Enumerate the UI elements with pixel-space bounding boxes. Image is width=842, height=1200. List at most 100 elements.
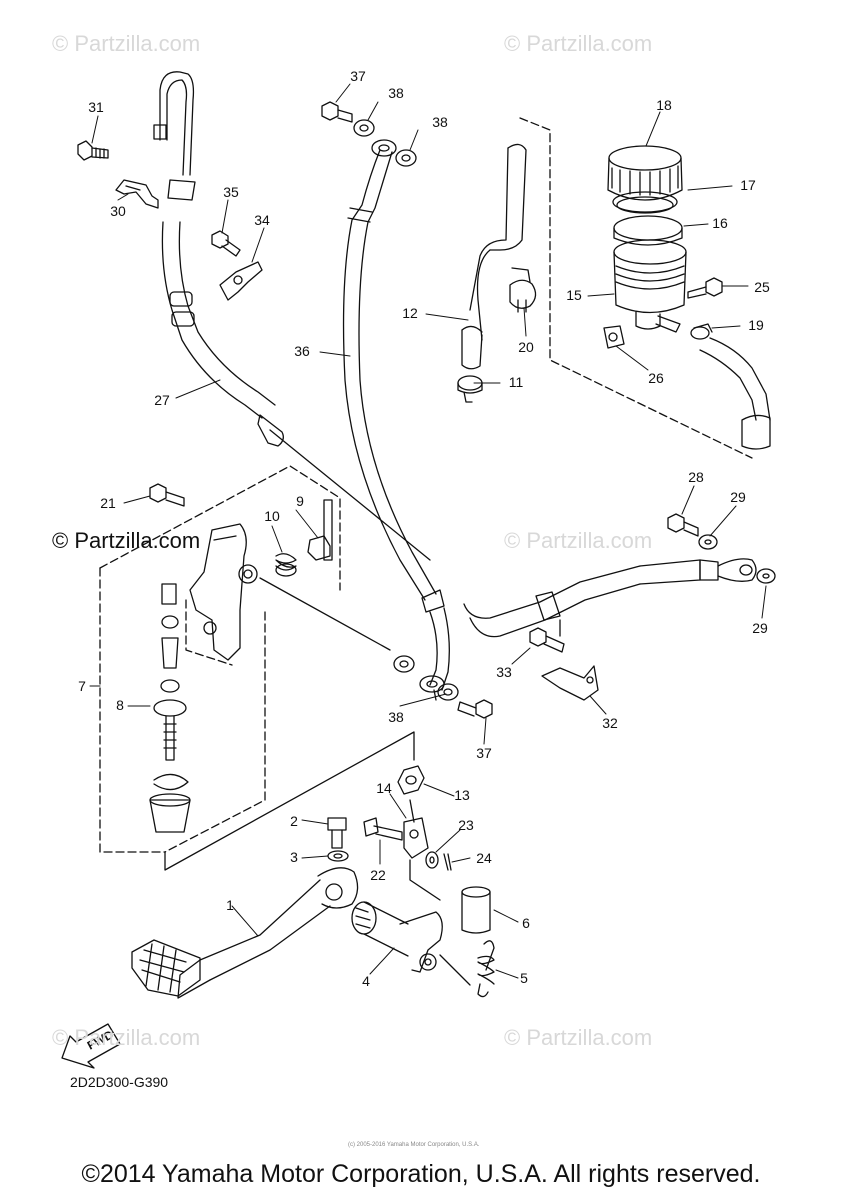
clamp-part-30 [115, 179, 159, 209]
bracket-part-32 [541, 665, 599, 701]
callout-22: 22 [370, 867, 386, 883]
union-bolt-part-37-bottom [457, 699, 493, 719]
callout-37-bottom: 37 [476, 745, 492, 761]
callout-26: 26 [648, 370, 664, 386]
watermark-bottom-left: © Partzilla.com [52, 1025, 201, 1050]
callout-19: 19 [748, 317, 764, 333]
watermark-top-left: © Partzilla.com [52, 31, 201, 56]
callout-36: 36 [294, 343, 310, 359]
watermark-bottom-right: © Partzilla.com [504, 1025, 653, 1050]
reference-frame-upper [519, 117, 753, 459]
copyright-footer: ©2014 Yamaha Motor Corporation, U.S.A. A… [81, 1160, 761, 1188]
callout-21: 21 [100, 495, 116, 511]
bolt-part-33 [529, 627, 565, 653]
hose-clip-part-20 [509, 267, 537, 313]
callout-14: 14 [376, 780, 392, 796]
watermark-middle-right: © Partzilla.com [504, 528, 653, 553]
nut-part-13 [397, 765, 425, 795]
reservoir-hose-part-12 [461, 143, 527, 370]
bushing-part-6 [461, 886, 491, 934]
callout-20: 20 [518, 339, 534, 355]
nut-part-26 [603, 325, 625, 349]
callout-34: 34 [254, 212, 270, 228]
bolt-part-21 [149, 483, 185, 507]
spring-part-5 [477, 940, 495, 998]
cotter-pin-part-24 [443, 853, 452, 871]
leader-lines [89, 83, 767, 979]
callout-18: 18 [656, 97, 672, 113]
callout-15: 15 [566, 287, 582, 303]
callout-6: 6 [522, 915, 530, 931]
brake-hose-upper-part-27 [153, 71, 284, 447]
hose-clip-part-19 [690, 323, 713, 340]
callout-25: 25 [754, 279, 770, 295]
callout-3: 3 [290, 849, 298, 865]
bolt-part-31 [77, 140, 109, 161]
bolt-part-25 [687, 277, 723, 299]
reservoir-hose-lower [699, 337, 771, 450]
washer-part-3 [327, 850, 349, 862]
washer-part-38-c [393, 655, 415, 673]
washer-part-23 [425, 851, 439, 869]
push-rod-part-9 [307, 499, 333, 561]
callout-4: 4 [362, 973, 370, 989]
reference-line-f [439, 954, 471, 986]
callout-2: 2 [290, 813, 298, 829]
callout-29-b: 29 [752, 620, 768, 636]
fwd-arrow-icon [61, 1023, 121, 1069]
reservoir-plate-part-17 [612, 191, 678, 214]
reference-line-a [259, 577, 391, 651]
callout-27: 27 [154, 392, 170, 408]
washer-part-29-a [698, 534, 718, 550]
diagram-code: 2D2D300-G390 [70, 1074, 169, 1090]
reference-frame-lower [164, 731, 415, 871]
bolt-part-28 [667, 513, 699, 537]
pin-part-22 [363, 817, 403, 841]
reservoir-tank-part-15 [613, 239, 687, 333]
washer-part-38-b [395, 149, 417, 167]
callout-12: 12 [402, 305, 418, 321]
callout-7: 7 [78, 678, 86, 694]
callout-11: 11 [509, 374, 524, 390]
callout-35: 35 [223, 184, 239, 200]
fine-print: (c) 2005-2016 Yamaha Motor Corporation, … [348, 1142, 480, 1148]
callout-37-top: 37 [350, 68, 366, 84]
brake-hose-long-part-36 [342, 139, 450, 693]
callout-38-top-a: 38 [388, 85, 404, 101]
shaft-part-4 [351, 901, 443, 973]
callout-24: 24 [476, 850, 492, 866]
callout-31: 31 [88, 99, 104, 115]
callout-28: 28 [688, 469, 704, 485]
reservoir-cap-part-18 [607, 145, 683, 201]
callout-33: 33 [496, 664, 512, 680]
callout-38-top-b: 38 [432, 114, 448, 130]
callout-8: 8 [116, 697, 124, 713]
reference-line-c [433, 689, 437, 701]
callout-9: 9 [296, 493, 304, 509]
bolt-part-2 [327, 817, 347, 849]
piston-kit-part-8 [149, 583, 191, 833]
washer-part-29-b [756, 568, 776, 584]
spring-part-10 [275, 553, 297, 577]
master-cylinder-body [189, 523, 258, 661]
callout-10: 10 [264, 508, 280, 524]
callout-17: 17 [740, 177, 756, 193]
callout-38-bottom: 38 [388, 709, 404, 725]
clip-part-34 [219, 261, 263, 301]
washer-part-38-a [353, 119, 375, 137]
bolt-part-35 [211, 230, 241, 257]
callout-labels: 31 30 35 34 27 37 38 38 36 12 11 20 18 1… [78, 68, 770, 1053]
hose-clamp-part-11 [457, 375, 483, 403]
callout-16: 16 [712, 215, 728, 231]
watermark-middle-left: © Partzilla.com [52, 528, 201, 553]
watermark-top-right: © Partzilla.com [504, 31, 653, 56]
callout-29-a: 29 [730, 489, 746, 505]
clevis-part-14 [403, 799, 429, 859]
brake-pedal-part-1 [131, 867, 359, 999]
callout-13: 13 [454, 787, 470, 803]
caliper-hose [463, 558, 757, 638]
reference-line-b [269, 429, 431, 561]
callout-32: 32 [602, 715, 618, 731]
callout-1: 1 [226, 897, 234, 913]
